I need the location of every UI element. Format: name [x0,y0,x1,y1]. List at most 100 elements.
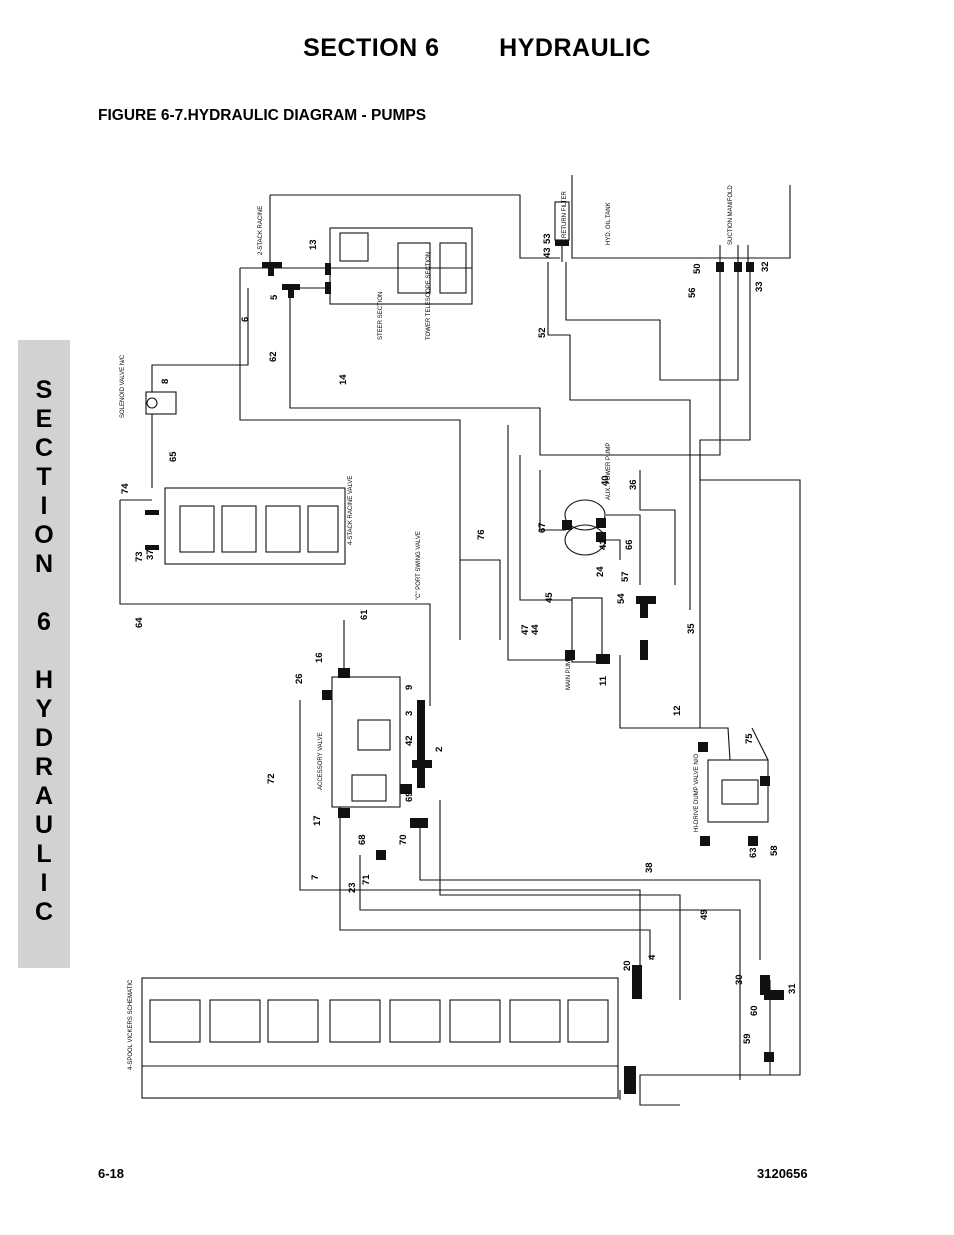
line-number-20: 20 [622,960,633,971]
line-number-53: 53 [542,233,553,244]
label-aux-power-pump: AUX. POWER PUMP [606,443,612,500]
line-number-64: 64 [134,617,145,628]
section-title: SECTION 6 HYDRAULIC [0,34,954,63]
side-tab-letter: C [34,898,54,926]
side-tab-letter: H [34,666,54,694]
label-two-stack-racine: 2-STACK RACINE [258,206,264,255]
line-number-54: 54 [616,593,627,604]
line-number-26: 26 [294,673,305,684]
line-number-76: 76 [476,529,487,540]
side-tab-letter: T [36,463,52,491]
side-tab-letter: I [40,492,48,520]
line-number-6: 6 [240,317,251,322]
side-tab-letter: R [34,753,54,781]
line-number-41: 41 [598,539,609,550]
line-number-42: 42 [404,735,415,746]
label-steer-section: STEER SECTION [378,292,384,340]
label-solenoid-valve: SOLENOID VALVE N/C [120,354,126,418]
main-pump-body [571,597,603,663]
label-main-pump: MAIN PUMP [566,656,572,690]
line-number-58: 58 [769,845,780,856]
line-number-63: 63 [748,847,759,858]
line-number-3: 3 [404,711,415,716]
side-tab-letter: S [35,376,53,404]
line-number-47: 47 [520,624,531,635]
component-labels: HYD. OIL TANK RETURN FILTER SUCTION MANI… [120,185,734,1070]
line-number-71: 71 [361,874,372,885]
line-number-36: 36 [628,479,639,490]
side-tab-letter: A [34,782,54,810]
label-four-spool-vickers: 4-SPOOL VICKERS SCHEMATIC [128,979,134,1070]
line-number-73: 73 [134,551,145,562]
side-tab-letter: 6 [37,608,51,636]
line-number-24: 24 [595,566,606,577]
line-number-70: 70 [398,834,409,845]
label-four-stack-racine: 4-STACK RACINE VALVE [348,476,354,545]
line-number-2: 2 [434,747,445,752]
side-tab-letter: U [34,811,54,839]
line-number-12: 12 [672,705,683,716]
line-number-44: 44 [530,624,541,635]
four-spool-vickers-block [141,977,619,1099]
line-number-72: 72 [266,773,277,784]
side-tab-letter: C [34,434,54,462]
line-number-67: 67 [537,522,548,533]
line-number-8: 8 [160,379,171,384]
side-tab-letter: Y [35,695,53,723]
line-number-33: 33 [754,281,765,292]
line-number-75: 75 [744,733,755,744]
section-label: SECTION 6 [303,34,440,62]
side-tab-letter: I [40,869,48,897]
aux-power-pump [564,499,606,531]
fittings [145,240,784,1094]
label-tower-telescope: TOWER TELESCOPE SECTION [426,252,432,340]
four-stack-racine-valve [164,487,346,565]
line-number-16: 16 [314,652,325,663]
line-number-11: 11 [598,675,609,686]
line-number-35: 35 [686,623,697,634]
line-number-38: 38 [644,862,655,873]
line-number-5: 5 [269,294,280,300]
line-number-62: 62 [268,351,279,362]
line-number-4: 4 [647,954,658,960]
side-tab-letter: O [34,521,54,549]
line-number-60: 60 [749,1005,760,1016]
side-tab-letter: D [34,724,54,752]
line-number-23: 23 [347,882,358,893]
line-number-74: 74 [120,483,131,494]
hydraulic-lines [119,175,801,1106]
line-number-7: 7 [310,875,321,880]
accessory-valve [331,676,401,808]
line-number-43: 43 [542,247,553,258]
line-number-45: 45 [544,592,555,603]
line-number-32: 32 [760,261,771,272]
side-tab-letter: L [36,840,52,868]
label-suction-manifold: SUCTION MANIFOLD [728,185,734,245]
line-number-69: 69 [404,791,415,802]
line-number-31: 31 [787,983,798,994]
line-number-61: 61 [359,609,370,620]
line-number-9: 9 [404,685,415,690]
section-name: HYDRAULIC [499,34,651,62]
label-return-filter: RETURN FILTER [562,190,568,238]
hydraulic-tank-outline [571,175,791,259]
line-number-17: 17 [312,815,323,826]
label-accessory-valve: ACCESSORY VALVE [318,732,324,790]
page-number: 6-18 [98,1166,125,1181]
line-number-labels: 2345678911121314161720232426303132333536… [120,233,798,1044]
line-number-57: 57 [620,571,631,582]
line-number-59: 59 [742,1033,753,1044]
line-number-56: 56 [687,287,698,298]
line-number-49: 49 [699,909,710,920]
line-number-52: 52 [537,327,548,338]
line-number-66: 66 [624,539,635,550]
figure-title: FIGURE 6-7.HYDRAULIC DIAGRAM - PUMPS [98,107,427,124]
document-number: 3120656 [757,1166,808,1181]
line-number-30: 30 [734,974,745,985]
solenoid-valve [145,391,177,415]
line-number-13: 13 [308,239,319,250]
line-number-40: 40 [600,475,611,486]
